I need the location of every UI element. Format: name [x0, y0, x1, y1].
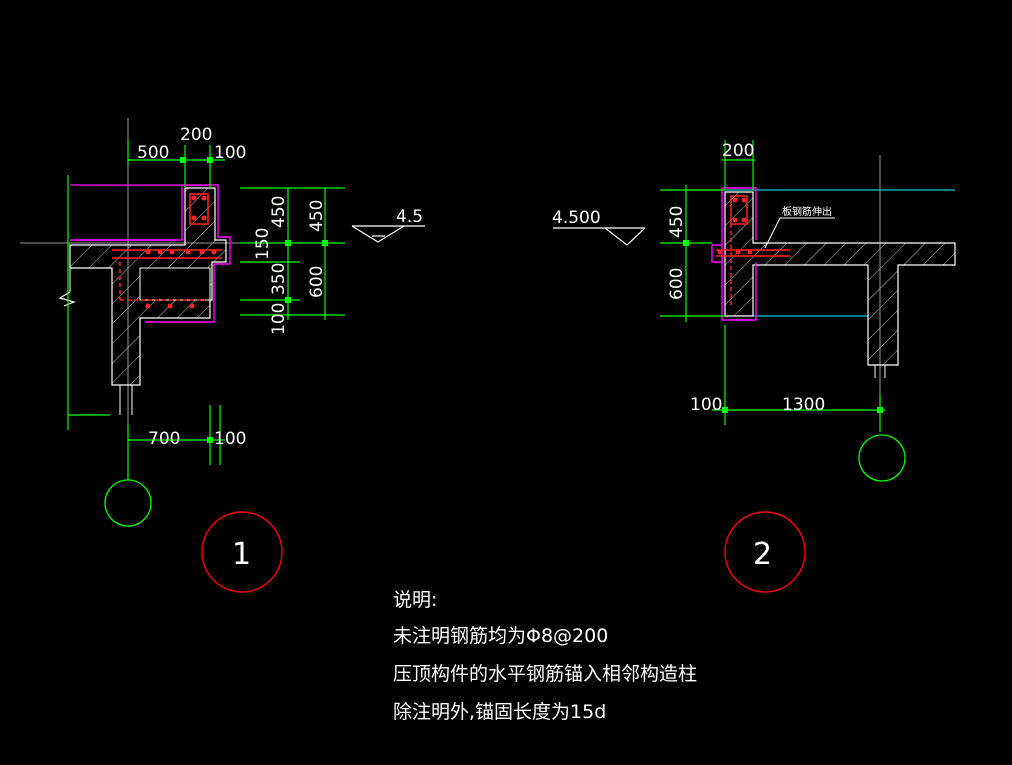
- dim-100: 100: [214, 143, 246, 163]
- detail-bubble-1: [201, 511, 283, 593]
- detail-2-rebar: [716, 195, 790, 305]
- detail-1-outline: [70, 184, 231, 323]
- dim2-450: 450: [667, 206, 687, 238]
- detail-2-dimensions: [660, 140, 885, 432]
- elevation-label-2: 4.500: [552, 208, 601, 228]
- elevation-mark-1: [351, 225, 425, 243]
- dim-100b: 100: [269, 303, 289, 335]
- detail-number-1: 1: [232, 537, 251, 572]
- dim2-200: 200: [722, 141, 754, 161]
- dim-100c: 100: [214, 429, 246, 449]
- elevation-mark-2: [553, 227, 646, 246]
- dim2-1300: 1300: [782, 395, 825, 415]
- dim-200: 200: [180, 125, 212, 145]
- notes-block: 说明: 未注明钢筋均为Φ8@200 压顶构件的水平钢筋锚入相邻构造柱 除注明外,…: [393, 589, 697, 723]
- detail-2: 板钢筋伸出 200 450 600 100 1300 4.500: [552, 140, 956, 593]
- dim-450b: 450: [307, 200, 327, 232]
- axis-bubble-2: [858, 434, 906, 482]
- dim-350: 350: [269, 263, 289, 295]
- elevation-label-1: 4.5: [396, 207, 423, 227]
- detail-2-outline: [711, 187, 757, 321]
- break-mark: [58, 291, 76, 307]
- dim-500: 500: [137, 143, 169, 163]
- notes-line-2: 压顶构件的水平钢筋锚入相邻构造柱: [393, 663, 697, 685]
- detail-bubble-2: [724, 511, 806, 593]
- dim-150: 150: [253, 228, 273, 260]
- axis-bubble-1: [104, 479, 152, 527]
- slab-note: 板钢筋伸出: [782, 205, 832, 218]
- dim-450a: 450: [269, 196, 289, 228]
- dim-700: 700: [148, 429, 180, 449]
- notes-line-1: 未注明钢筋均为Φ8@200: [393, 625, 608, 647]
- dim2-100: 100: [690, 395, 722, 415]
- detail-1-rebar: [112, 193, 222, 301]
- detail-2-section: [724, 191, 956, 366]
- detail-1: 500 200 100 450 150 350 100 450 600 700 …: [20, 118, 425, 593]
- notes-line-3: 除注明外,锚固长度为15d: [393, 701, 606, 723]
- dim-600: 600: [307, 266, 327, 298]
- detail-1-section: [69, 187, 227, 386]
- notes-title: 说明:: [393, 589, 437, 611]
- dim2-600: 600: [667, 268, 687, 300]
- slab-note-leader: [764, 217, 835, 249]
- detail-number-2: 2: [753, 537, 772, 572]
